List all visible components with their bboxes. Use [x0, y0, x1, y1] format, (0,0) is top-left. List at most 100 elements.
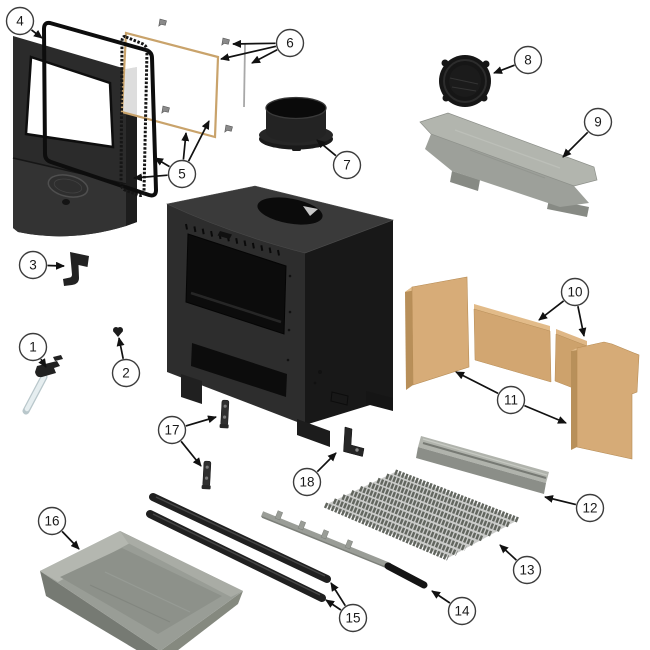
- callout-number: 12: [582, 501, 597, 516]
- door-latch: [63, 252, 89, 286]
- callout-12: 12: [544, 493, 605, 523]
- flue-collar: [259, 96, 333, 151]
- stove-leg-front-right: [297, 419, 330, 447]
- callout-circle: [338, 603, 368, 633]
- callout-circle: [447, 596, 477, 626]
- stove-leg-front-left: [181, 374, 202, 404]
- callout-number: 18: [299, 475, 314, 490]
- blanking-plate: [439, 55, 491, 107]
- callout-arrow: [316, 139, 337, 157]
- callout-circle: [157, 415, 187, 445]
- callout-number: 2: [122, 366, 130, 381]
- door-badge-inner: [53, 178, 83, 194]
- callout-circle: [332, 150, 362, 180]
- air-tubes: [146, 493, 331, 602]
- callout-circle: [512, 555, 542, 585]
- firebox-opening: [185, 233, 287, 335]
- front-retainer-bar: [416, 436, 549, 494]
- glass-clip-rod: [243, 43, 246, 108]
- callout-arrow: [232, 39, 276, 48]
- callout-circle: [275, 28, 305, 58]
- callout-arrow: [524, 404, 567, 424]
- baffle-plate: [419, 112, 598, 217]
- side-brick-left: [405, 276, 470, 390]
- callout-1: 1: [18, 332, 48, 368]
- callout-6: 6: [220, 28, 305, 64]
- callout-circle: [37, 506, 67, 536]
- callout-arrow: [116, 337, 125, 359]
- callout-number: 15: [345, 611, 360, 626]
- callout-number: 10: [567, 285, 582, 300]
- callout-number: 6: [286, 36, 294, 51]
- callout-number: 14: [454, 604, 470, 619]
- glass-clip: [221, 37, 230, 46]
- callout-arrow: [544, 495, 577, 506]
- callout-number: 17: [164, 423, 179, 438]
- callout-number: 1: [29, 340, 37, 355]
- callout-circle: [18, 250, 48, 280]
- callout-circle: [583, 107, 613, 137]
- hinge-brackets: [201, 399, 230, 490]
- callout-14: 14: [431, 590, 477, 626]
- glass-rope-seal: [119, 35, 149, 197]
- callout-number: 4: [16, 14, 24, 29]
- callout-7: 7: [316, 139, 362, 180]
- riddling-rod: [260, 510, 428, 589]
- callout-arrow: [181, 132, 190, 160]
- callout-arrow: [185, 415, 217, 427]
- callout-arrow: [499, 544, 517, 561]
- callout-arrow: [538, 300, 565, 321]
- callout-arrow: [493, 64, 515, 74]
- callout-circle: [575, 493, 605, 523]
- grate: [323, 469, 519, 561]
- callout-number: 16: [44, 514, 59, 529]
- riddling-rod-handle: [384, 562, 428, 589]
- door-knob: [113, 327, 123, 337]
- callout-number: 3: [29, 258, 37, 273]
- stove-right-side: [305, 220, 393, 425]
- callout-arrow: [154, 157, 170, 168]
- flue-hole-glint: [303, 206, 318, 216]
- callout-circle: [18, 332, 48, 362]
- callout-arrow: [251, 49, 278, 64]
- door-window-frame: [24, 55, 115, 149]
- callout-17: 17: [157, 415, 217, 467]
- callout-11: 11: [455, 371, 567, 424]
- callout-8: 8: [493, 45, 543, 75]
- callout-arrow: [562, 131, 589, 158]
- callout-number: 11: [504, 393, 518, 408]
- callout-number: 7: [343, 158, 351, 173]
- callout-arrow: [577, 306, 587, 337]
- callout-3: 3: [18, 250, 65, 280]
- callout-arrow: [30, 29, 43, 39]
- door-rope-seal: [42, 20, 158, 198]
- callout-circle: [513, 45, 543, 75]
- stove-body: [166, 185, 395, 447]
- glass-clip: [158, 18, 167, 27]
- callout-2: 2: [111, 337, 141, 388]
- callout-number: 5: [178, 167, 186, 182]
- callout-number: 13: [519, 563, 534, 578]
- callout-arrow: [455, 371, 499, 395]
- stove-flue-hole: [257, 197, 323, 225]
- rear-brick-left: [473, 304, 552, 383]
- callout-arrow: [47, 261, 65, 270]
- glass-clip: [161, 105, 170, 114]
- callout-arrow: [330, 582, 347, 607]
- callout-arrow: [180, 440, 202, 467]
- callout-circle: [292, 467, 322, 497]
- callout-number: 9: [594, 115, 602, 130]
- callout-circle: [167, 159, 197, 189]
- air-lever: [217, 231, 232, 239]
- callout-arrow: [316, 452, 337, 473]
- callout-arrow: [187, 120, 210, 162]
- door-badge: [47, 174, 89, 198]
- fire-bricks: [405, 276, 640, 460]
- callout-arrow: [220, 45, 277, 62]
- callout-arrow: [38, 358, 47, 368]
- callout-18: 18: [292, 452, 337, 497]
- glass-clip: [224, 124, 233, 133]
